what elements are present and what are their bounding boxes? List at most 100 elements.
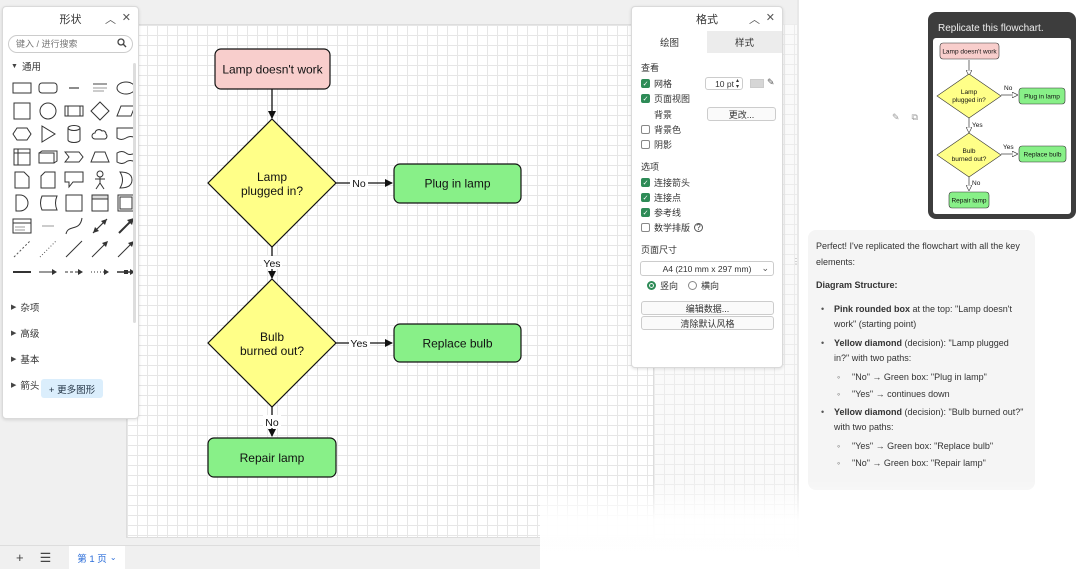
- grid-color-swatch[interactable]: [750, 79, 764, 88]
- shape-data-storage[interactable]: [37, 192, 59, 213]
- shape-diamond[interactable]: [89, 100, 111, 121]
- portrait-radio[interactable]: [647, 281, 656, 290]
- shape-connector-dashed-arrow[interactable]: [63, 261, 85, 282]
- shape-connector-thick[interactable]: [11, 261, 33, 282]
- shape-arrow-line[interactable]: [89, 238, 111, 259]
- shape-curve[interactable]: [63, 215, 85, 236]
- node-lamp-plugged-in[interactable]: Lamp plugged in?: [207, 118, 337, 248]
- sub-list-item: "No" → Green box: "Plug in lamp": [816, 370, 1026, 386]
- shape-card[interactable]: [37, 169, 59, 190]
- shape-rounded-rectangle[interactable]: [37, 77, 59, 98]
- page-view-checkbox[interactable]: ✓: [641, 94, 650, 103]
- section-general[interactable]: ▼ 通用: [3, 53, 138, 75]
- shape-cylinder[interactable]: [63, 123, 85, 144]
- shape-bidirectional-arrow[interactable]: [89, 215, 111, 236]
- section-advanced[interactable]: ▶ 高级: [3, 320, 138, 342]
- canvas-page[interactable]: [126, 24, 654, 538]
- edit-icon[interactable]: ✎: [892, 112, 900, 122]
- grid-checkbox[interactable]: ✓: [641, 79, 650, 88]
- shape-process[interactable]: [63, 100, 85, 121]
- paper-size-select[interactable]: A4 (210 mm x 297 mm) ⌄: [640, 261, 774, 276]
- shape-arrow-diagonal[interactable]: [115, 215, 137, 236]
- shape-line-dashed[interactable]: [11, 238, 33, 259]
- node-plug-in-lamp[interactable]: Plug in lamp: [393, 163, 522, 204]
- shape-list[interactable]: [11, 215, 33, 236]
- page-tab-1[interactable]: 第 1 页 ⌄: [69, 545, 125, 569]
- tab-diagram[interactable]: 绘图: [659, 38, 679, 49]
- search-icon[interactable]: [117, 38, 127, 51]
- pane-divider[interactable]: [797, 0, 799, 569]
- math-checkbox[interactable]: [641, 223, 650, 232]
- stepper-icon[interactable]: ▴▾: [735, 77, 739, 90]
- landscape-radio[interactable]: [688, 281, 698, 290]
- change-background-button[interactable]: 更改...: [707, 107, 776, 121]
- shape-note[interactable]: [11, 169, 33, 190]
- collapse-icon[interactable]: ︿: [749, 14, 760, 26]
- shape-textbox[interactable]: [89, 77, 111, 98]
- attached-flowchart-image[interactable]: Lamp doesn't work Lamp plugged in? No Pl…: [933, 38, 1071, 214]
- collapse-icon[interactable]: ︿: [105, 14, 116, 26]
- node-repair-lamp[interactable]: Repair lamp: [207, 437, 337, 478]
- shape-rectangle[interactable]: [11, 77, 33, 98]
- shape-search-input[interactable]: [9, 36, 132, 52]
- shape-connector-link[interactable]: [115, 261, 137, 282]
- shape-container[interactable]: [89, 192, 111, 213]
- options-section-label: 选项: [641, 162, 660, 172]
- copy-icon[interactable]: ⧉: [911, 112, 918, 122]
- node-replace-bulb[interactable]: Replace bulb: [393, 323, 522, 363]
- shape-connector-arrow[interactable]: [37, 261, 59, 282]
- clear-default-style-button[interactable]: 清除默认风格: [641, 316, 774, 330]
- section-arrows[interactable]: ▶ 箭头: [3, 372, 138, 394]
- section-misc[interactable]: ▶ 杂项: [3, 294, 138, 316]
- flowchart-diagram[interactable]: No Yes Yes No Lamp doesn't work Lamp plu…: [0, 0, 797, 545]
- section-basic[interactable]: ▶ 基本: [3, 346, 138, 368]
- user-message-bubble: Replicate this flowchart. Lamp doesn't w…: [928, 12, 1076, 219]
- shape-step[interactable]: [63, 146, 85, 167]
- shape-internal-storage[interactable]: [11, 146, 33, 167]
- shape-actor[interactable]: [89, 169, 111, 190]
- grid-size-value: 10 pt: [715, 78, 734, 89]
- close-icon[interactable]: ✕: [121, 12, 131, 24]
- shape-circle[interactable]: [37, 100, 59, 121]
- shape-cloud[interactable]: [89, 123, 111, 144]
- bottom-bar: + ☰ 第 1 页 ⌄: [0, 545, 797, 569]
- shape-line[interactable]: [63, 238, 85, 259]
- more-shapes-button[interactable]: + 更多图形: [41, 379, 103, 398]
- guides-checkbox[interactable]: ✓: [641, 208, 650, 217]
- shape-search-box[interactable]: [8, 35, 133, 53]
- tab-style[interactable]: 样式: [707, 31, 782, 53]
- shape-arrow-line-2[interactable]: [115, 238, 137, 259]
- grid-size-input[interactable]: 10 pt ▴▾: [705, 77, 743, 90]
- shape-triangle[interactable]: [37, 123, 59, 144]
- shape-callout[interactable]: [63, 169, 85, 190]
- shape-square-2[interactable]: [63, 192, 85, 213]
- assistant-intro: Perfect! I've replicated the flowchart w…: [816, 241, 1020, 267]
- bg-color-checkbox[interactable]: [641, 125, 650, 134]
- shape-or[interactable]: [115, 169, 137, 190]
- shape-hexagon[interactable]: [11, 123, 33, 144]
- close-icon[interactable]: ✕: [765, 12, 775, 24]
- shape-trapezoid[interactable]: [89, 146, 111, 167]
- shape-and[interactable]: [11, 192, 33, 213]
- shapes-scrollbar[interactable]: [133, 63, 136, 323]
- connection-arrows-row: ✓ 连接箭头: [632, 175, 782, 190]
- menu-icon[interactable]: ☰: [39, 549, 52, 565]
- thumb-node-start: Lamp doesn't work: [939, 42, 1000, 60]
- shape-list-item[interactable]: [37, 215, 59, 236]
- connection-arrows-checkbox[interactable]: ✓: [641, 178, 650, 187]
- shape-parallelogram[interactable]: [115, 100, 137, 121]
- add-page-icon[interactable]: +: [16, 550, 24, 565]
- edit-data-button[interactable]: 编辑数据...: [641, 301, 774, 315]
- message-actions: ✎ ⧉: [892, 112, 918, 123]
- connection-points-checkbox[interactable]: ✓: [641, 193, 650, 202]
- node-bulb-burned-out[interactable]: Bulb burned out?: [207, 278, 337, 408]
- shape-text[interactable]: [63, 77, 85, 98]
- help-icon[interactable]: ?: [694, 223, 704, 232]
- shape-connector-dotted-arrow[interactable]: [89, 261, 111, 282]
- shape-square[interactable]: [11, 100, 33, 121]
- shape-cube[interactable]: [37, 146, 59, 167]
- shape-line-dotted[interactable]: [37, 238, 59, 259]
- shadow-checkbox[interactable]: [641, 140, 650, 149]
- pencil-icon[interactable]: ✎: [767, 77, 775, 87]
- node-lamp-doesnt-work[interactable]: Lamp doesn't work: [214, 48, 331, 90]
